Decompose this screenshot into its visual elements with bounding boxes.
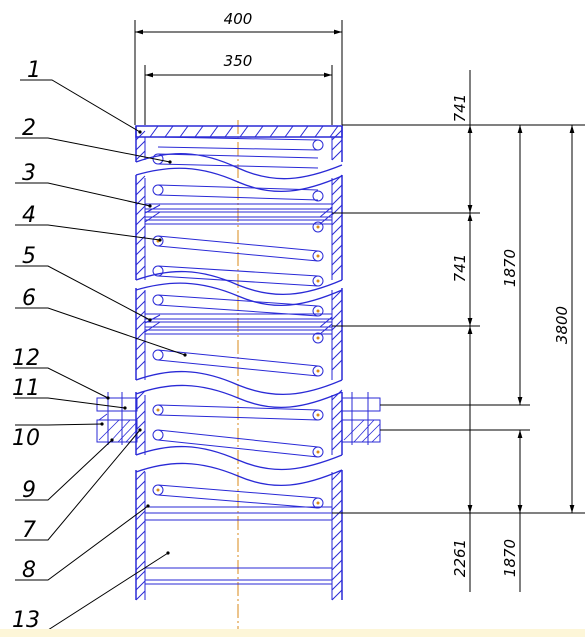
callout-dots [100, 130, 187, 555]
tube-sheets [144, 203, 333, 514]
coil-end-dots [156, 225, 320, 505]
callout-3: 3 [22, 161, 36, 186]
coil-ends [152, 139, 324, 509]
callout-5: 5 [22, 244, 36, 269]
break-lines [135, 152, 343, 486]
bottom-box [145, 519, 332, 585]
callout-6: 6 [22, 286, 36, 311]
callout-leaders [15, 79, 186, 631]
coil-tubes [157, 136, 319, 509]
callout-labels: 1 2 3 4 5 6 12 11 10 9 7 8 13 [12, 58, 41, 633]
callout-7: 7 [22, 518, 36, 543]
callout-10: 10 [12, 426, 40, 451]
bottom-margin-strip [0, 629, 585, 637]
right-dimension-labels: 741 741 1870 3800 2261 1870 [451, 94, 571, 577]
callout-2: 2 [22, 116, 36, 141]
callout-9: 9 [22, 478, 36, 503]
dimension-1870-bottom: 1870 [501, 539, 519, 577]
dimension-400-label: 400 [224, 10, 253, 28]
dimension-350-label: 350 [224, 52, 253, 70]
bolt-right [341, 392, 381, 445]
dimension-2261: 2261 [451, 539, 469, 577]
bolt-left [96, 392, 138, 445]
dimension-1870-top: 1870 [501, 249, 519, 287]
callout-4: 4 [22, 203, 36, 228]
callout-12: 12 [12, 346, 40, 371]
dimension-400: 400 [134, 10, 343, 125]
callout-13: 13 [12, 608, 40, 633]
dimension-741-mid: 741 [451, 254, 469, 283]
right-dimensions [332, 70, 585, 592]
callout-11: 11 [12, 376, 40, 401]
dimension-741-top: 741 [451, 94, 469, 123]
dimension-3800: 3800 [553, 306, 571, 344]
callout-8: 8 [22, 558, 36, 583]
callout-1: 1 [27, 58, 41, 83]
column-walls [135, 125, 343, 601]
dimension-350: 350 [144, 52, 333, 125]
